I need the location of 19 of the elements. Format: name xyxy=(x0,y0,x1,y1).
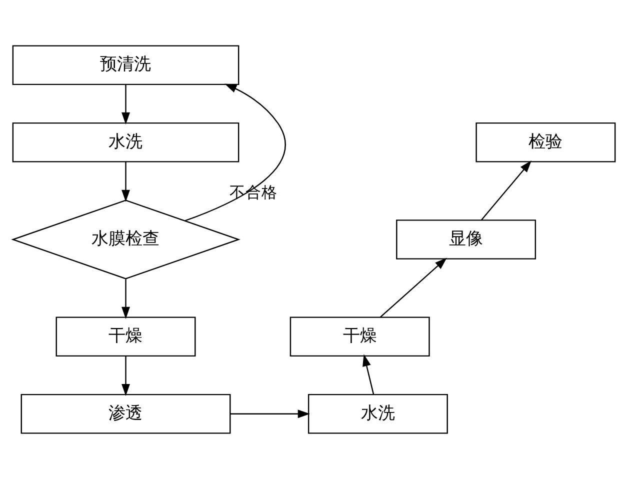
node-box: 水洗 xyxy=(308,394,448,434)
node-diamond: 水膜检查 xyxy=(11,200,240,280)
arrow xyxy=(380,258,447,318)
node-box: 干燥 xyxy=(290,316,430,357)
arrow xyxy=(122,162,130,202)
node-box: 预清洗 xyxy=(12,45,240,86)
node-box: 干燥 xyxy=(56,316,196,357)
node-box: 水洗 xyxy=(12,122,240,162)
node-box: 显像 xyxy=(396,220,536,260)
arrow xyxy=(184,84,286,222)
arrow xyxy=(122,84,130,125)
arrow xyxy=(122,279,130,319)
arrow xyxy=(362,354,374,394)
edge-label: 不合格 xyxy=(230,182,278,202)
arrow xyxy=(230,410,310,418)
node-box: 检验 xyxy=(476,122,616,162)
node-box: 渗透 xyxy=(20,394,231,434)
arrow xyxy=(122,356,130,396)
arrow xyxy=(480,160,532,220)
